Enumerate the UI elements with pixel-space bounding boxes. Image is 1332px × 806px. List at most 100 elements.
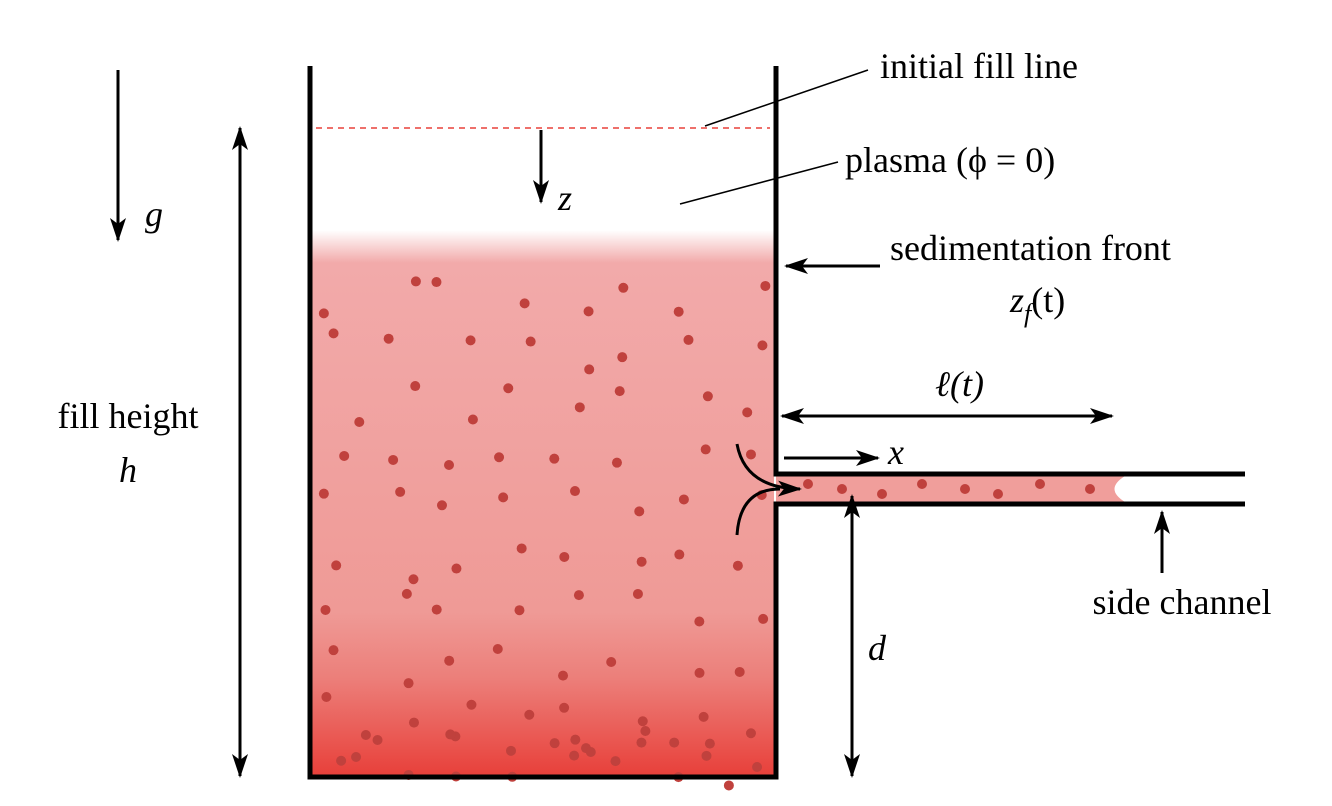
channel-fluid bbox=[776, 476, 1125, 502]
particle bbox=[636, 737, 647, 748]
particle bbox=[569, 750, 580, 761]
particle bbox=[617, 352, 628, 363]
particle bbox=[403, 678, 414, 689]
particle bbox=[570, 734, 581, 745]
particle bbox=[388, 454, 399, 465]
particle bbox=[704, 738, 715, 749]
particle bbox=[583, 306, 594, 317]
side-channel-label: side channel bbox=[1093, 582, 1272, 622]
particle bbox=[734, 666, 745, 677]
particle bbox=[492, 643, 503, 654]
particle bbox=[525, 336, 536, 347]
x-axis-label: x bbox=[887, 432, 904, 472]
container-right-wall-upper bbox=[773, 66, 1245, 477]
particle bbox=[328, 645, 339, 656]
particle bbox=[410, 276, 421, 287]
particle bbox=[318, 488, 329, 499]
particle bbox=[494, 452, 505, 463]
particle bbox=[618, 282, 629, 293]
particle bbox=[742, 407, 753, 418]
particle bbox=[723, 780, 734, 791]
blood-fluid bbox=[312, 230, 774, 776]
particle bbox=[683, 334, 694, 345]
particle bbox=[917, 479, 927, 489]
particle bbox=[803, 479, 813, 489]
particle bbox=[372, 734, 383, 745]
particle bbox=[760, 280, 771, 291]
particle bbox=[360, 730, 371, 741]
particle bbox=[445, 729, 456, 740]
particle bbox=[524, 709, 535, 720]
plasma-label: plasma (ϕ = 0) bbox=[845, 140, 1055, 180]
particle bbox=[354, 416, 365, 427]
particle bbox=[611, 457, 622, 468]
particle bbox=[614, 386, 625, 397]
particle bbox=[339, 450, 350, 461]
particle bbox=[431, 604, 442, 615]
particle bbox=[383, 333, 394, 344]
sedimentation-front-label: sedimentation front bbox=[890, 228, 1171, 268]
particle bbox=[519, 298, 530, 309]
particle bbox=[320, 604, 331, 615]
depth-label: d bbox=[868, 628, 887, 668]
particle bbox=[451, 563, 462, 574]
particle bbox=[640, 726, 651, 737]
particle bbox=[408, 717, 419, 728]
inflow-curve-top bbox=[735, 443, 802, 497]
particle bbox=[732, 560, 743, 571]
particle bbox=[444, 459, 455, 470]
particle bbox=[318, 308, 329, 319]
particle bbox=[637, 716, 648, 727]
particle bbox=[678, 494, 689, 505]
particle bbox=[673, 306, 684, 317]
particle bbox=[331, 560, 342, 571]
particle bbox=[698, 711, 709, 722]
particle bbox=[559, 702, 570, 713]
particle bbox=[465, 335, 476, 346]
particle bbox=[632, 588, 643, 599]
particle bbox=[549, 738, 560, 749]
particle bbox=[702, 391, 713, 402]
particle bbox=[877, 489, 887, 499]
particle bbox=[1035, 479, 1045, 489]
particle bbox=[585, 747, 596, 758]
particle bbox=[558, 670, 569, 681]
particle bbox=[701, 750, 712, 761]
particle bbox=[321, 692, 332, 703]
container-wall bbox=[307, 66, 1245, 780]
particle bbox=[636, 556, 647, 567]
particle bbox=[584, 364, 595, 375]
front-symbol: zf(t) bbox=[1009, 280, 1065, 328]
particle bbox=[431, 277, 442, 288]
particle bbox=[757, 340, 768, 351]
plasma-leader bbox=[679, 161, 839, 205]
z-axis-label: z bbox=[557, 178, 572, 218]
particle bbox=[694, 616, 705, 627]
particle bbox=[1085, 484, 1095, 494]
particle bbox=[606, 657, 617, 668]
particle bbox=[700, 444, 711, 455]
particle bbox=[745, 728, 756, 739]
particle bbox=[837, 484, 847, 494]
fill-height-symbol: h bbox=[119, 450, 137, 490]
fill-height-label: fill height bbox=[58, 396, 199, 436]
particle bbox=[993, 489, 1003, 499]
particle bbox=[408, 574, 419, 585]
initial-fill-leader bbox=[704, 69, 869, 127]
particle bbox=[573, 590, 584, 601]
particle bbox=[549, 453, 560, 464]
particle bbox=[516, 543, 527, 554]
particle bbox=[669, 737, 680, 748]
particle bbox=[444, 655, 455, 666]
particle bbox=[514, 605, 525, 616]
particle bbox=[505, 745, 516, 756]
particle bbox=[758, 613, 769, 624]
particle bbox=[559, 551, 570, 562]
particle bbox=[336, 755, 347, 766]
particle bbox=[745, 449, 756, 460]
particle bbox=[694, 667, 705, 678]
particle bbox=[574, 402, 585, 413]
particle bbox=[634, 506, 645, 517]
particle bbox=[674, 549, 685, 560]
